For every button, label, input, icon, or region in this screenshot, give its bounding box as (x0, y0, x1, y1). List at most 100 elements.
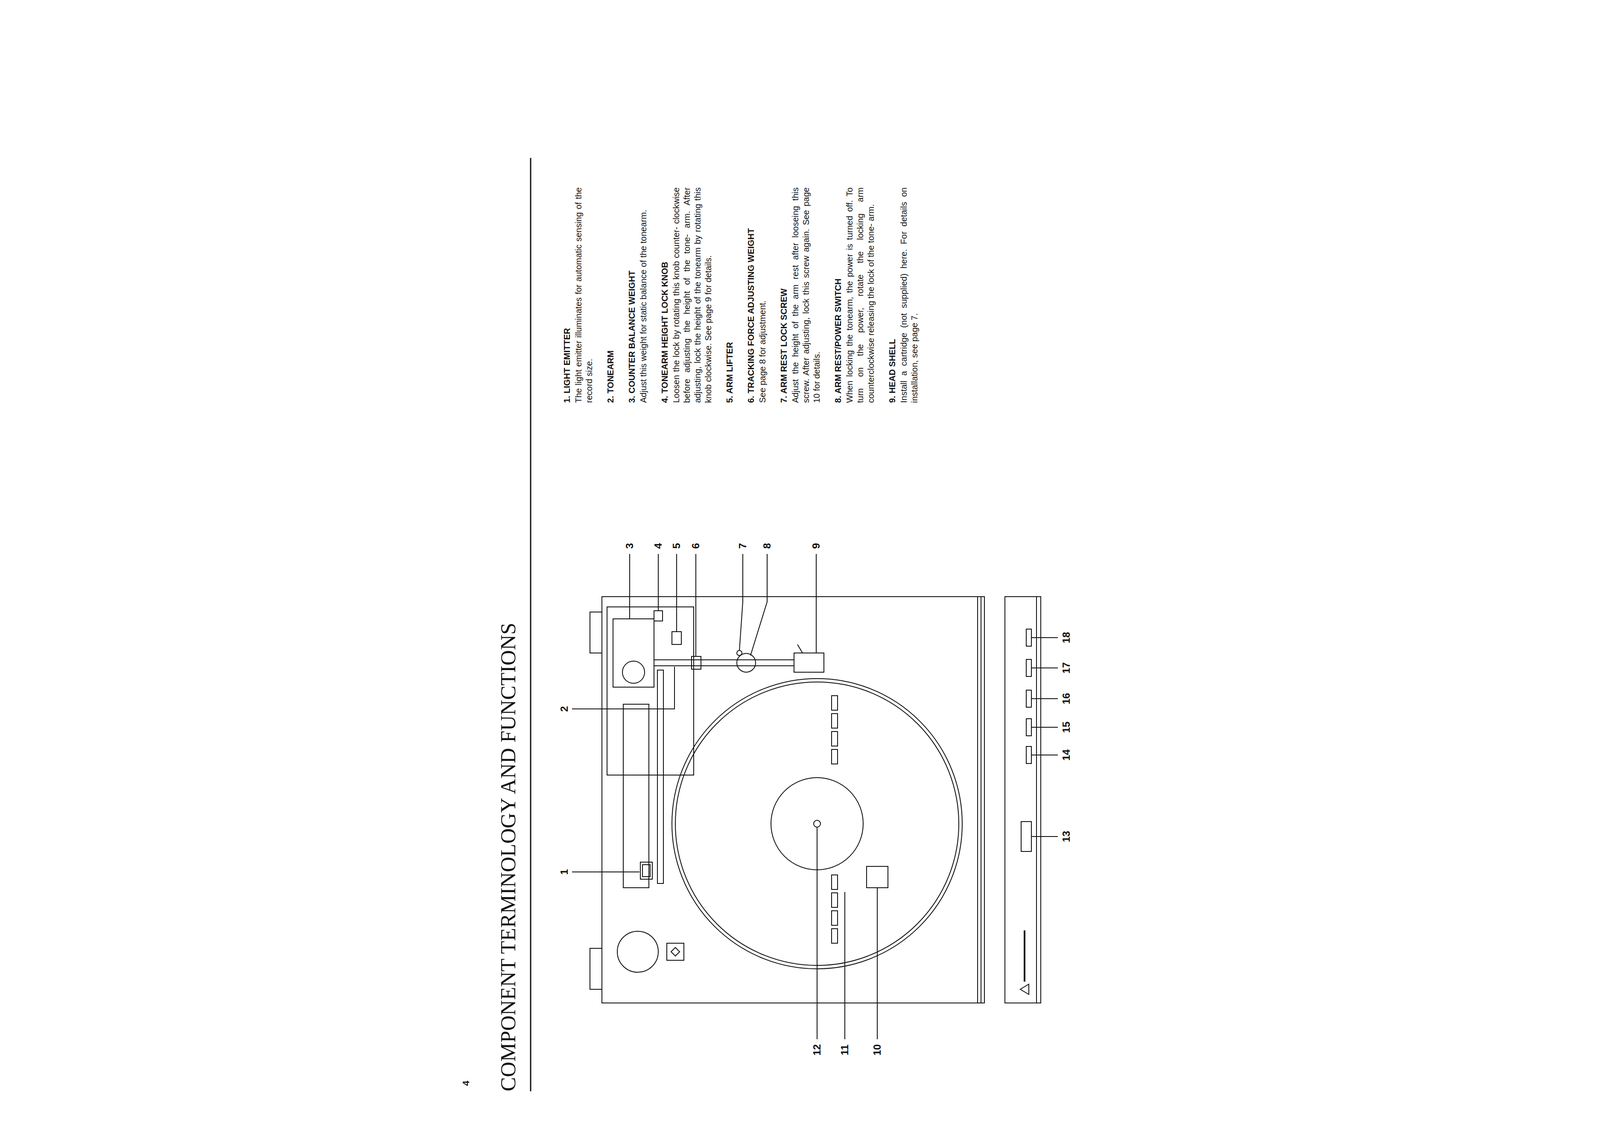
strobe-mark (831, 893, 838, 908)
leader-line (695, 554, 697, 657)
leader-lines (572, 554, 1058, 1040)
brand-mark (1023, 930, 1026, 982)
item-heading: 9. HEAD SHELL (887, 187, 898, 403)
leader-line (1031, 667, 1058, 669)
front-panel-edge (1036, 596, 1037, 1004)
tonearm-tube (654, 665, 795, 667)
leader-line (1031, 698, 1058, 700)
callout-number: 2 (558, 704, 570, 713)
item-body: Adjust the height of the arm rest after … (790, 187, 823, 403)
control-button (1026, 718, 1032, 736)
callout-number: 13 (1060, 829, 1072, 844)
counter-weight (613, 618, 655, 688)
leader-line (815, 554, 817, 654)
item-heading: 5. ARM LIFTER (724, 187, 736, 403)
counter-weight-cap (622, 661, 645, 684)
record-size-sensor (866, 866, 888, 888)
callout-number: 1 (558, 867, 570, 876)
callout-number: 16 (1060, 691, 1072, 707)
strobe-mark (831, 713, 838, 729)
description-column: 1. LIGHT EMITTERThe light emitter illumi… (561, 187, 920, 403)
title-rule (530, 157, 532, 1092)
callout-number: 12 (811, 1043, 823, 1058)
item-body: The light emitter illuminates for automa… (573, 187, 595, 403)
leader-line (1031, 836, 1058, 838)
leader-line (739, 554, 743, 651)
hinge (589, 612, 602, 654)
strobe-mark (831, 928, 838, 944)
item-body: Install a cartridge (not supplied) here.… (898, 187, 920, 403)
item-heading: 8. ARM REST/POWER SWITCH (832, 187, 844, 403)
callout-number: 3 (624, 541, 636, 550)
arm-rail (657, 670, 664, 884)
item-heading: 1. LIGHT EMITTER (561, 187, 573, 403)
control-dial (617, 931, 659, 973)
callout-number: 6 (690, 541, 702, 550)
control-symbol (671, 947, 680, 957)
brand-logo (1020, 984, 1029, 995)
strobe-mark (831, 910, 838, 926)
control-button (1026, 746, 1032, 764)
leader-line (572, 871, 640, 873)
control-button (1026, 629, 1032, 647)
leader-line (572, 666, 675, 710)
callout-number: 15 (1060, 720, 1072, 735)
tracking-weight (691, 656, 701, 670)
arm-rest (736, 653, 756, 673)
strobe-mark (831, 731, 838, 747)
page-number: 4 (460, 1079, 472, 1088)
item-heading: 3. COUNTER BALANCE WEIGHT (626, 187, 638, 403)
item-body: Adjust this weight for static balance of… (638, 187, 649, 403)
leader-line (750, 554, 768, 656)
leader-line (676, 554, 678, 632)
leader-line (629, 554, 631, 619)
light-emitter (640, 862, 653, 880)
item-heading: 6. TRACKING FORCE ADJUSTING WEIGHT (745, 187, 757, 403)
head-shell (794, 653, 824, 673)
quartz-indicator (1021, 821, 1032, 852)
leader-line (876, 887, 878, 1040)
leader-line (1031, 727, 1058, 728)
callout-number: 18 (1060, 630, 1072, 646)
strobe-mark (831, 695, 838, 711)
control-button (666, 943, 684, 961)
strobe-mark (831, 875, 838, 890)
leader-line (657, 554, 659, 611)
item-heading: 7. ARM REST LOCK SCREW (778, 187, 790, 403)
plinth-edge (977, 596, 979, 1004)
tonearm-base (607, 607, 694, 776)
callout-number: 5 (671, 541, 683, 550)
item-body: Loosen the lock by rotating this knob co… (671, 187, 714, 403)
page-title: COMPONENT TERMINOLOGY AND FUNCTIONS (495, 622, 521, 1092)
callout-number: 8 (761, 541, 773, 550)
spindle (813, 820, 821, 828)
item-heading: 2. TONEARM (605, 187, 617, 403)
callout-number: 14 (1060, 748, 1072, 763)
leader-line (1031, 637, 1058, 639)
callout-number: 4 (652, 541, 664, 550)
plinth-edge (980, 596, 982, 1004)
plinth-outline (601, 596, 985, 1004)
strobe-mark (831, 749, 838, 765)
callout-number: 11 (839, 1043, 851, 1057)
arm-rest-screw (736, 650, 742, 656)
control-button (1026, 659, 1032, 677)
item-body: See page 8 for adjustment. (757, 187, 768, 403)
control-button (1026, 690, 1032, 708)
item-body: When locking the tonearm, the power is t… (844, 187, 877, 403)
leader-line (1031, 754, 1058, 756)
front-panel (1004, 596, 1041, 1004)
head-shell-finger (797, 644, 803, 654)
leader-line (844, 892, 846, 1040)
item-heading: 4. TONEARM HEIGHT LOCK KNOB (659, 187, 671, 403)
callout-number: 10 (871, 1043, 883, 1058)
arm-slot (623, 704, 649, 888)
hinge (589, 948, 602, 990)
callout-number: 17 (1060, 661, 1072, 676)
callout-number: 9 (810, 541, 822, 550)
tonearm-tube (654, 659, 795, 661)
callout-number: 7 (737, 541, 749, 550)
arm-lifter (671, 631, 682, 645)
